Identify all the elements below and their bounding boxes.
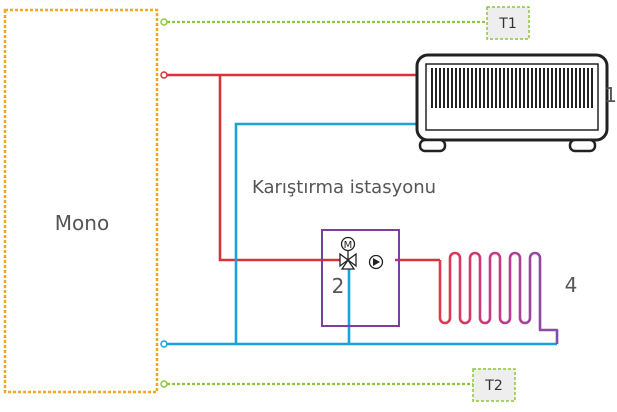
mixing-valve-icon: M [339,236,357,270]
sensor-t2: T2 [472,368,516,402]
sensor-t1-label: T1 [498,16,516,32]
mono-unit-box [3,8,159,394]
sensor-line-t2 [160,380,473,388]
radiator [415,53,609,153]
mixing-station-label: Karıştırma istasyonu [252,177,436,198]
sensor-line-t1 [160,18,487,26]
sensor-t1: T1 [486,6,530,40]
motor-symbol: M [344,240,353,251]
return-port [160,340,168,348]
floor-heating-number: 4 [565,273,578,297]
circulation-pump-icon [368,254,384,270]
mixing-station-box [321,229,400,327]
mixing-valve-number: 2 [332,274,345,298]
radiator-number: 1 [604,83,617,107]
mono-unit-label: Mono [55,211,109,235]
sensor-t2-label: T2 [484,378,502,394]
supply-pipe-hot [167,73,440,262]
floor-heating-coil [438,251,559,344]
return-pipe-cold [167,122,557,346]
supply-port [160,71,168,79]
